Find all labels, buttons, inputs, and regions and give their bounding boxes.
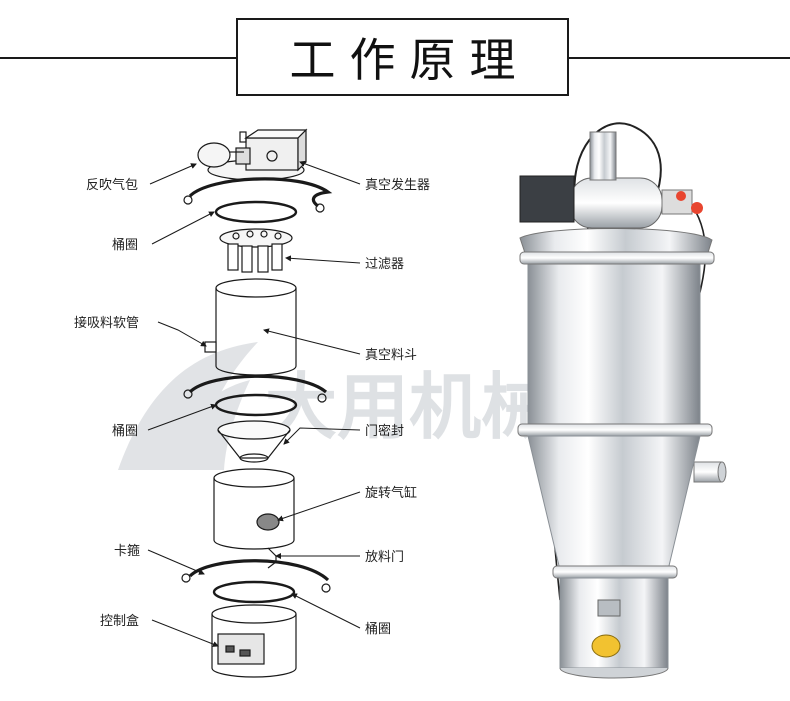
control-box-icon <box>217 633 265 665</box>
red-fitting-icon <box>691 202 703 214</box>
label-discharge-door: 放料门 <box>365 550 404 565</box>
header-rule-right <box>569 57 790 59</box>
base-cylinder <box>211 604 297 678</box>
clamp-ring-upper <box>188 177 333 208</box>
label-suction-hose-connector: 接吸料软管 <box>74 315 139 331</box>
discharge-valve-actuator-icon <box>591 634 621 658</box>
watermark-text: 大用机械 <box>265 364 553 449</box>
label-clamp: 卡箍 <box>114 543 140 559</box>
label-barrel-ring-3: 桶圈 <box>365 622 391 637</box>
door-seal <box>217 420 291 463</box>
watermark: 大用机械 <box>118 342 553 470</box>
top-lid-assembly <box>197 128 308 181</box>
label-barrel-ring-2: 桶圈 <box>112 424 138 439</box>
label-control-box: 控制盒 <box>100 613 139 629</box>
label-vacuum-generator: 真空发生器 <box>365 177 430 193</box>
filter-assembly <box>219 228 293 273</box>
watermark-logo <box>118 342 258 470</box>
clamp-ring-lower <box>188 559 330 582</box>
header-rule-left <box>0 57 236 59</box>
label-filter: 过滤器 <box>365 257 404 272</box>
product-photo <box>517 122 727 679</box>
label-rotary-cylinder: 旋转气缸 <box>365 485 417 501</box>
lower-cylinder <box>213 468 295 569</box>
barrel-ring-3 <box>212 580 296 604</box>
exploded-diagram <box>181 128 333 678</box>
page-title: 工作原理 <box>236 18 569 96</box>
rotary-cylinder-icon <box>256 513 280 531</box>
label-door-seal: 门密封 <box>365 423 404 439</box>
label-vacuum-hopper: 真空料斗 <box>365 348 417 363</box>
back-blow-air-tank-icon <box>197 142 231 168</box>
label-back-blow-air-tank: 反吹气包 <box>86 177 138 193</box>
label-barrel-ring-1: 桶圈 <box>112 238 138 253</box>
solenoid-valve-icon <box>519 175 575 223</box>
barrel-ring-1 <box>214 200 298 224</box>
clamp-ring-middle <box>188 374 328 394</box>
leader-lines <box>147 160 361 647</box>
